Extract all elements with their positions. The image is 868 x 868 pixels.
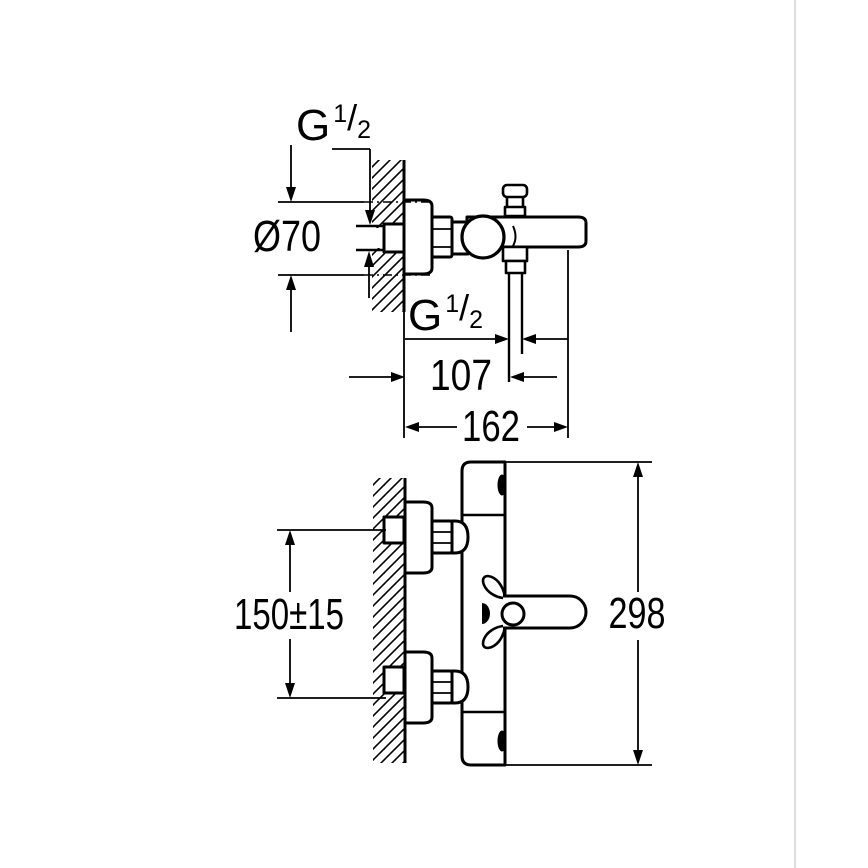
inlet-square-bottom xyxy=(382,665,406,695)
escutcheon-top xyxy=(403,500,434,575)
diverter-cap xyxy=(501,183,529,199)
overall-height-label: 298 xyxy=(609,589,666,638)
temperature-handle xyxy=(481,574,588,650)
dim-inlet-distance: 150±15 xyxy=(234,529,386,699)
inlet-square-top xyxy=(382,515,406,545)
handle-button xyxy=(500,601,526,627)
escutcheon-diameter-label: Ø70 xyxy=(253,212,321,261)
union-nut-top xyxy=(430,519,454,555)
union-nut-bottom xyxy=(430,669,454,705)
dim-wall-to-spout: 162 xyxy=(405,402,568,451)
wall-to-hose-label: 107 xyxy=(430,351,492,400)
dim-wall-to-hose: 107 xyxy=(349,351,557,400)
screw-top xyxy=(497,474,507,496)
diverter-flare xyxy=(503,205,527,218)
screw-bottom xyxy=(497,730,507,752)
escutcheon-side xyxy=(402,198,434,276)
handle-wing-bottom xyxy=(481,624,507,650)
body-highlight-arc xyxy=(512,225,517,247)
supply-pipe xyxy=(356,222,406,254)
front-view-dimensions: 150±15 298 xyxy=(234,461,666,766)
inlet-dome-top xyxy=(450,519,470,555)
inlet-distance-label: 150±15 xyxy=(234,590,344,639)
pipe-union-square xyxy=(382,222,406,254)
escutcheon-bottom xyxy=(403,650,434,725)
side-view xyxy=(356,160,588,438)
diverter-knob xyxy=(501,183,529,218)
union-nut xyxy=(430,215,454,259)
handle-wing-top xyxy=(481,574,507,600)
shower-hose-connection xyxy=(501,245,529,382)
valve-ball xyxy=(460,214,506,260)
dim-overall-height: 298 xyxy=(505,461,666,766)
inlet-dome-bottom xyxy=(450,669,470,705)
dim-escutcheon-diameter: Ø70 xyxy=(253,145,430,332)
pipe-mask xyxy=(356,228,384,248)
wall-to-spout-label: 162 xyxy=(462,402,520,451)
front-view xyxy=(373,460,588,767)
hose-ring xyxy=(504,259,527,275)
handle-marker xyxy=(482,603,490,624)
hose-collar xyxy=(501,245,529,263)
